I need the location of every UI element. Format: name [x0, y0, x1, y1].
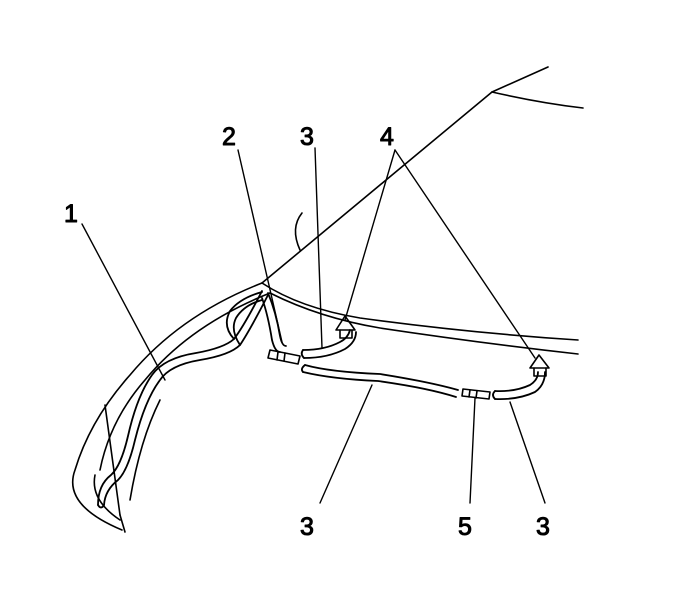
fender-outline	[71, 282, 271, 533]
nozzle-4-left	[335, 315, 356, 339]
nozzle-4-right	[529, 354, 550, 377]
hose-segment-3-lower	[300, 364, 459, 398]
connector-2	[267, 349, 301, 365]
connector-5	[461, 388, 491, 400]
callout-5: 5	[458, 513, 472, 541]
hood-outline	[261, 66, 584, 355]
hose-assembly	[97, 290, 287, 509]
callout-labels: 1 2 3 4 3 5 3	[64, 123, 551, 542]
callout-4: 4	[380, 123, 394, 151]
callout-3-top: 3	[300, 123, 314, 151]
callout-1: 1	[64, 200, 78, 228]
callout-3-bottom-right: 3	[536, 513, 550, 541]
callout-3-bottom-left: 3	[300, 513, 314, 541]
leader-lines	[81, 147, 546, 504]
hose-segment-3-top	[300, 329, 357, 359]
callout-2: 2	[222, 123, 236, 151]
